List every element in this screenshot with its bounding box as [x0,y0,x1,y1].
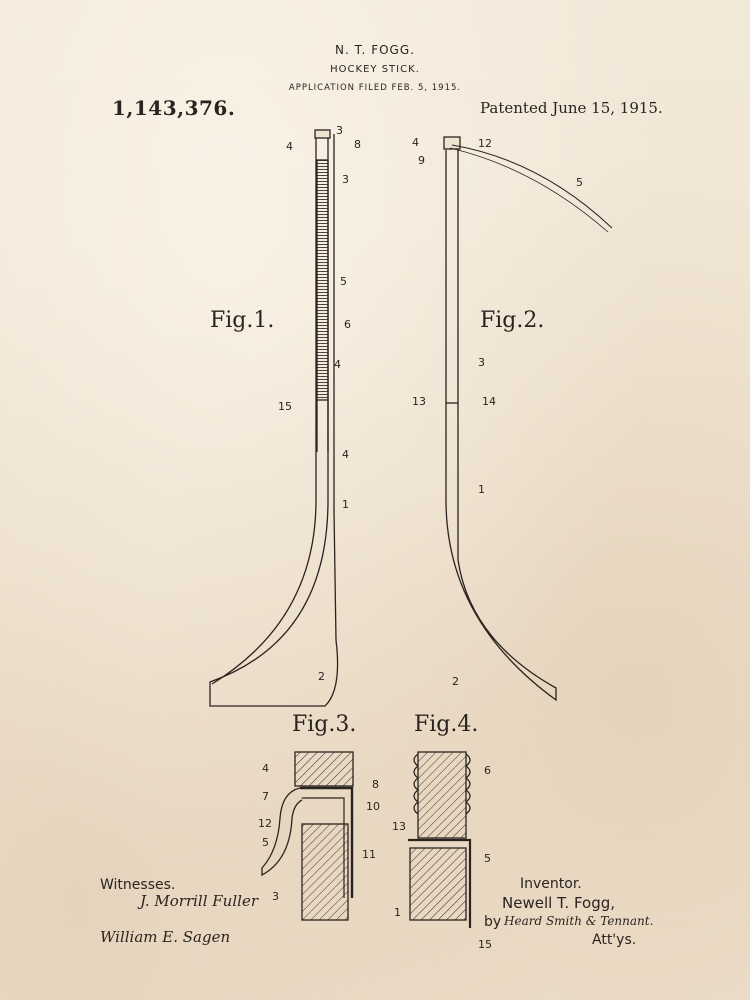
fig1-label-4b: 4 [334,358,341,371]
inventor-name: Newell T. Fogg, [502,894,616,912]
fig2-label: Fig.2. [480,308,545,333]
fig3-numbers: 4 7 8 10 12 5 11 3 [258,762,380,903]
fig3-label-4: 4 [262,762,269,775]
fig2-label-13: 13 [412,395,426,408]
fig1-label: Fig.1. [210,308,275,333]
fig1-numbers: 3 4 8 3 5 6 4 15 4 1 2 [278,124,361,683]
witness-signature-1: J. Morrill Fuller [140,892,258,910]
fig1-label-3a: 3 [336,124,343,137]
fig1-stick [209,129,339,707]
fig4-numbers: 6 13 5 1 15 [392,764,492,951]
fig4-label-15: 15 [478,938,492,951]
fig4-label-13: 13 [392,820,406,833]
fig2-label-12: 12 [478,137,492,150]
fig3-label-5: 5 [262,836,269,849]
fig2-label-5: 5 [576,176,583,189]
fig2-label-2: 2 [452,675,459,688]
fig1-label-1: 1 [342,498,349,511]
fig2-label-14: 14 [482,395,496,408]
fig3-label-7: 7 [262,790,269,803]
patent-date: Patented June 15, 1915. [480,99,663,117]
fig1-label-6: 6 [344,318,351,331]
fig2-label-4: 4 [412,136,419,149]
patent-number: 1,143,376. [112,96,236,120]
fig4-label-1: 1 [394,906,401,919]
fig3-label-11: 11 [362,848,376,861]
fig4-label-5: 5 [484,852,491,865]
by-label: by [484,914,502,930]
fig3-label-8: 8 [372,778,379,791]
header-title: HOCKEY STICK. [330,64,420,75]
fig4-label: Fig.4. [414,712,479,737]
fig4-section [408,751,472,928]
fig3-label-3: 3 [272,890,279,903]
header-application: APPLICATION FILED FEB. 5, 1915. [288,83,462,93]
fig1-label-5: 5 [340,275,347,288]
header-inventor: N. T. FOGG. [335,43,415,57]
witnesses-heading: Witnesses. [100,877,176,893]
fig1-label-2: 2 [318,670,325,683]
fig1-label-15: 15 [278,400,292,413]
fig4-label-6: 6 [484,764,491,777]
fig2-label-9: 9 [418,154,425,167]
fig3-section [261,751,354,921]
fig1-label-4c: 4 [342,448,349,461]
witness-signature-2: William E. Sagen [100,928,231,946]
attorney-signature: Heard Smith & Tennant. [504,914,654,928]
fig2-label-3: 3 [478,356,485,369]
fig1-label-4a: 4 [286,140,293,153]
fig2-label-1: 1 [478,483,485,496]
fig2-stick [443,136,613,702]
inventor-heading: Inventor. [520,876,582,892]
fig1-label-3b: 3 [342,173,349,186]
fig1-label-8: 8 [354,138,361,151]
fig3-label: Fig.3. [292,712,357,737]
attorneys-label: Att'ys. [592,932,637,948]
fig3-label-12: 12 [258,817,272,830]
fig3-label-10: 10 [366,800,380,813]
fig2-numbers: 4 12 9 5 3 13 14 1 2 [412,136,583,688]
